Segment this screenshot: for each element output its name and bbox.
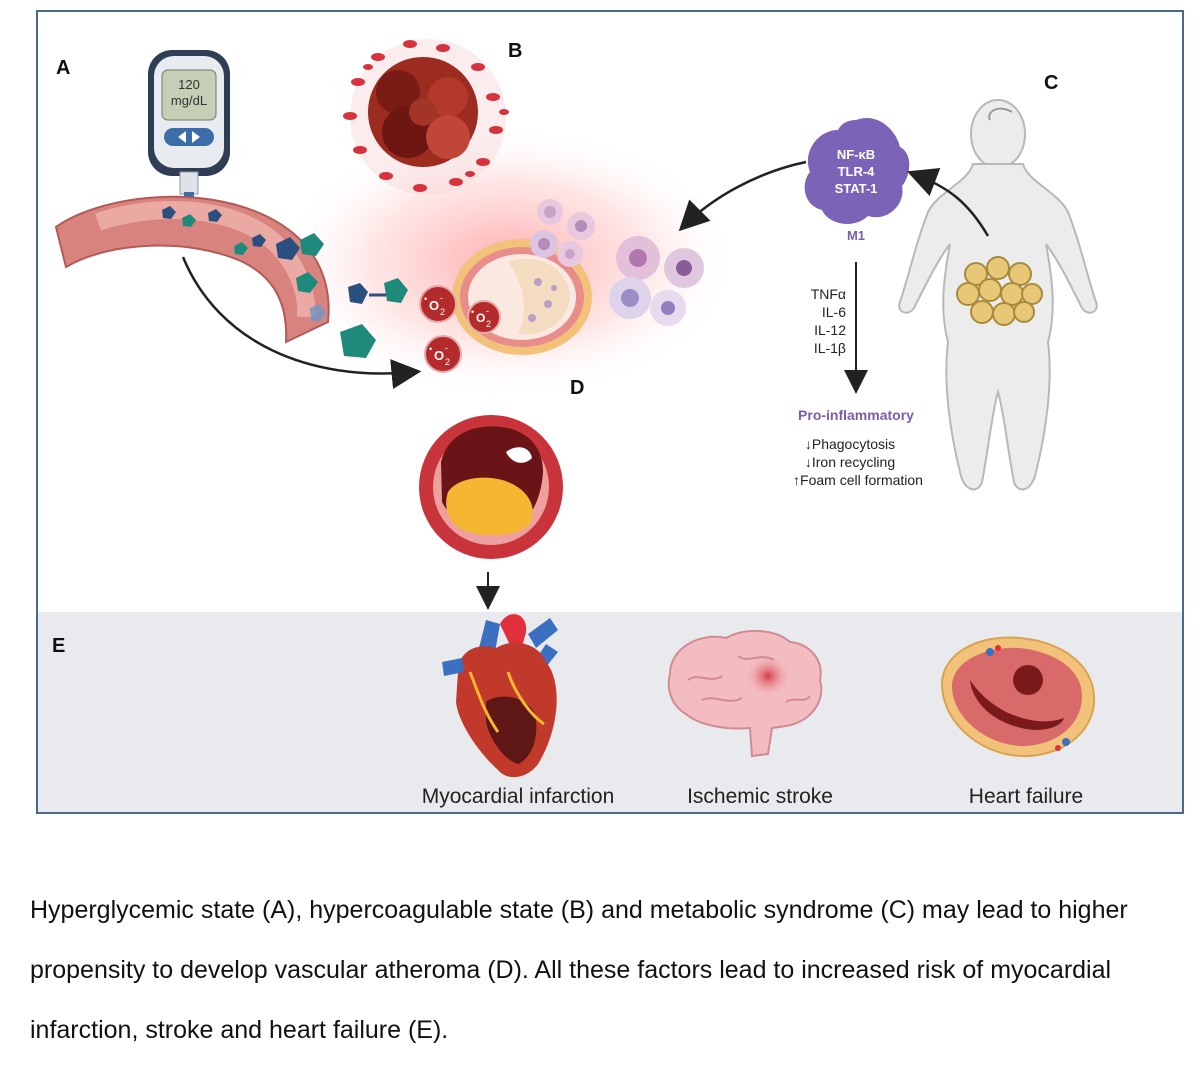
panel-label-a: A <box>56 57 70 79</box>
adipose-tissue-icon <box>956 256 1043 326</box>
effect-phagocytosis: ↓Phagocytosis <box>805 436 895 452</box>
svg-text:•: • <box>471 307 474 317</box>
pro-inflammatory-label: Pro-inflammatory <box>798 407 914 423</box>
svg-text:-: - <box>486 306 489 316</box>
svg-text:O: O <box>476 311 485 325</box>
marker-tlr4: TLR-4 <box>838 164 876 179</box>
obese-person-icon <box>898 99 1098 491</box>
glucometer-value: 120 <box>178 77 200 92</box>
brain-icon <box>667 629 823 758</box>
panel-label-b: B <box>508 40 522 62</box>
effect-iron-recycling: ↓Iron recycling <box>805 454 895 470</box>
figure-frame: A B C D E 120 mg/dL <box>36 10 1184 814</box>
outcome-heart-failure: Heart failure <box>969 785 1083 808</box>
m1-macrophage-icon: NF-κB TLR-4 STAT-1 <box>804 118 910 224</box>
panel-label-c: C <box>1044 72 1058 94</box>
superoxide-radical-3: O • - 2 <box>424 335 462 373</box>
svg-text:2: 2 <box>486 319 491 329</box>
glucometer-icon: 120 mg/dL <box>148 50 230 206</box>
svg-text:2: 2 <box>445 357 450 367</box>
svg-text:O: O <box>429 298 439 313</box>
glucose-molecules <box>162 206 408 358</box>
svg-text:•: • <box>429 344 432 354</box>
svg-text:-: - <box>440 293 443 303</box>
cytokine-il1b: IL-1β <box>814 340 846 356</box>
cytokine-il12: IL-12 <box>814 322 846 338</box>
cytokine-tnfa: TNFα <box>811 286 846 302</box>
marker-stat1: STAT-1 <box>835 181 878 196</box>
panel-label-e: E <box>52 635 65 657</box>
outcome-ischemic-stroke: Ischemic stroke <box>687 785 833 808</box>
superoxide-radical-2: O • - 2 <box>467 300 501 334</box>
glucometer-unit: mg/dL <box>171 93 207 108</box>
svg-text:-: - <box>445 343 448 353</box>
effect-foam-cell: ↑Foam cell formation <box>793 472 923 488</box>
immune-cells-icon <box>530 199 704 326</box>
panel-label-d: D <box>570 377 584 399</box>
figure-caption: Hyperglycemic state (A), hypercoagulable… <box>30 896 1128 1044</box>
arrow-adipose-to-macrophage <box>906 168 990 237</box>
arrow-macrophage-to-cells <box>678 160 807 232</box>
heart-icon <box>442 614 558 778</box>
macrophage-type-label: M1 <box>847 228 865 243</box>
svg-text:O: O <box>434 348 444 363</box>
arrow-glucose-to-atheroma <box>181 256 422 390</box>
svg-text:2: 2 <box>440 307 445 317</box>
outcome-myocardial-infarction: Myocardial infarction <box>422 785 615 808</box>
hair-detail <box>988 107 1013 121</box>
superoxide-radical-1: O • - 2 <box>419 285 457 323</box>
heart-failure-cross-section-icon <box>940 636 1096 758</box>
cytokine-il6: IL-6 <box>822 304 846 320</box>
svg-text:•: • <box>424 294 427 304</box>
atheroma-plaque-icon <box>419 415 563 559</box>
marker-nfkb: NF-κB <box>837 147 875 162</box>
figure-canvas: A B C D E 120 mg/dL <box>38 39 1182 812</box>
blood-clot-icon <box>343 39 509 195</box>
